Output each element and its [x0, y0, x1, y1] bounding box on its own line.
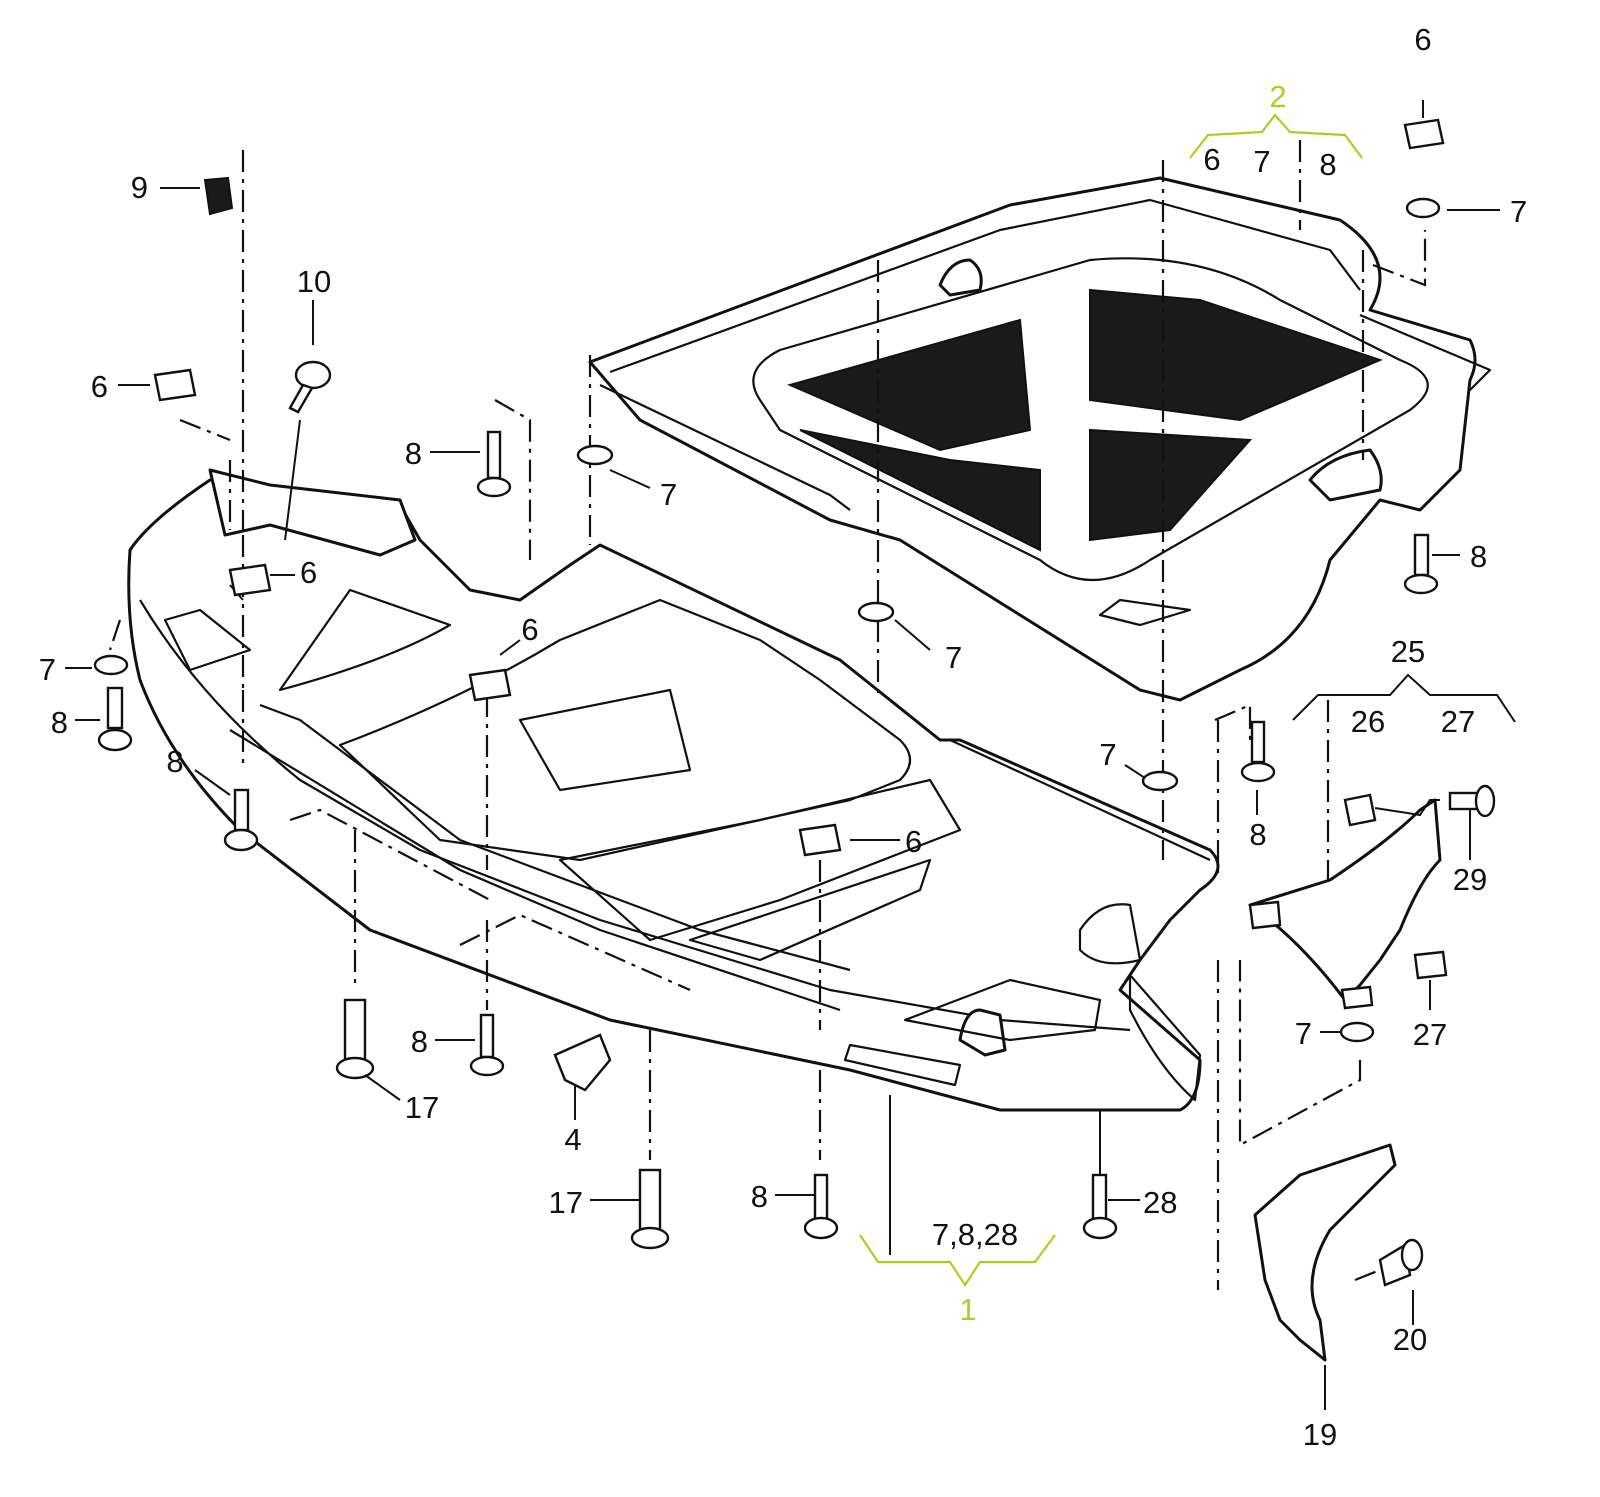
assembly-lines — [108, 140, 1427, 1290]
washer-icon — [1405, 197, 1441, 219]
callout-25: 25 — [1391, 634, 1425, 669]
washer-icon — [1339, 1021, 1375, 1043]
callout-4: 4 — [564, 1122, 581, 1157]
callout-17: 17 — [405, 1090, 439, 1125]
callout-labels: 6 7 2 6 7 8 9 10 6 8 7 6 8 6 7 7 8 8 25 … — [39, 22, 1528, 1452]
bolt-icon — [803, 1173, 839, 1240]
callout-6: 6 — [91, 369, 108, 404]
callout-8: 8 — [1249, 817, 1266, 852]
long-bolt-icon — [335, 998, 375, 1080]
callout-17: 17 — [549, 1185, 583, 1220]
speed-nut-icon — [228, 563, 272, 597]
callout-leaders — [65, 100, 1500, 1410]
callout-8: 8 — [166, 744, 183, 779]
fastener-icons — [93, 118, 1496, 1287]
rivet-20-icon — [1378, 1238, 1424, 1287]
callout-20: 20 — [1393, 1322, 1427, 1357]
speed-nut-icon — [1413, 950, 1448, 980]
washer-icon — [576, 444, 614, 466]
callout-7: 7 — [1510, 194, 1527, 229]
callout-7: 7 — [660, 477, 677, 512]
bolt-icon — [476, 430, 512, 498]
callout-7-8-28: 7,8,28 — [932, 1217, 1018, 1252]
callout-6: 6 — [300, 555, 317, 590]
callout-29: 29 — [1453, 862, 1487, 897]
screw-29-icon — [1448, 784, 1496, 818]
callout-28: 28 — [1143, 1185, 1177, 1220]
callout-8: 8 — [405, 436, 422, 471]
speed-nut-icon — [798, 823, 842, 857]
bolt-icon — [97, 686, 133, 752]
callout-1: 1 — [959, 1292, 976, 1327]
callout-7: 7 — [1295, 1016, 1312, 1051]
callout-9: 9 — [131, 170, 148, 205]
callout-8: 8 — [51, 705, 68, 740]
speed-nut-icon — [468, 668, 512, 702]
callout-2-group-6: 6 — [1203, 142, 1220, 177]
callout-2: 2 — [1269, 79, 1286, 114]
callout-7: 7 — [945, 640, 962, 675]
speed-nut-icon — [1340, 985, 1374, 1010]
callout-10: 10 — [297, 264, 331, 299]
bolt-icon — [1403, 533, 1439, 595]
bolt-icon — [223, 788, 259, 852]
rear-guard-panel — [588, 176, 1492, 702]
speed-nut-icon — [1248, 900, 1282, 930]
grommet-26-icon — [1343, 793, 1377, 827]
callout-6: 6 — [521, 612, 538, 647]
side-bracket-upper — [1248, 798, 1442, 1002]
callout-19: 19 — [1303, 1417, 1337, 1452]
washer-icon — [857, 601, 895, 623]
callout-2-group-8: 8 — [1319, 147, 1336, 182]
speed-nut-icon — [1403, 118, 1445, 150]
long-bolt-icon — [630, 1168, 670, 1250]
rivet-10-icon — [288, 360, 332, 414]
callout-2-group-7: 7 — [1253, 144, 1270, 179]
side-bracket-lower-19 — [1253, 1143, 1397, 1362]
nut-4-icon — [553, 1033, 612, 1092]
callout-7: 7 — [1099, 737, 1116, 772]
bolt-icon — [1240, 720, 1276, 783]
callout-6: 6 — [1414, 22, 1431, 57]
washer-icon — [1141, 770, 1179, 792]
callout-8: 8 — [1470, 539, 1487, 574]
callout-8: 8 — [411, 1024, 428, 1059]
callout-6: 6 — [905, 824, 922, 859]
callout-8: 8 — [751, 1179, 768, 1214]
callout-27: 27 — [1413, 1017, 1447, 1052]
bolt-icon — [469, 1013, 505, 1077]
front-guard-panel — [127, 478, 1220, 1112]
callout-7: 7 — [39, 652, 56, 687]
clip-9-icon — [203, 176, 234, 216]
callout-27: 27 — [1441, 704, 1475, 739]
group-bracket-1 — [859, 1234, 1056, 1288]
bolt-28-icon — [1082, 1173, 1118, 1240]
callout-26: 26 — [1351, 704, 1385, 739]
speed-nut-icon — [153, 368, 197, 402]
group-bracket-25 — [1292, 673, 1516, 723]
group-bracket-2 — [1189, 113, 1363, 159]
washer-icon — [93, 654, 129, 676]
